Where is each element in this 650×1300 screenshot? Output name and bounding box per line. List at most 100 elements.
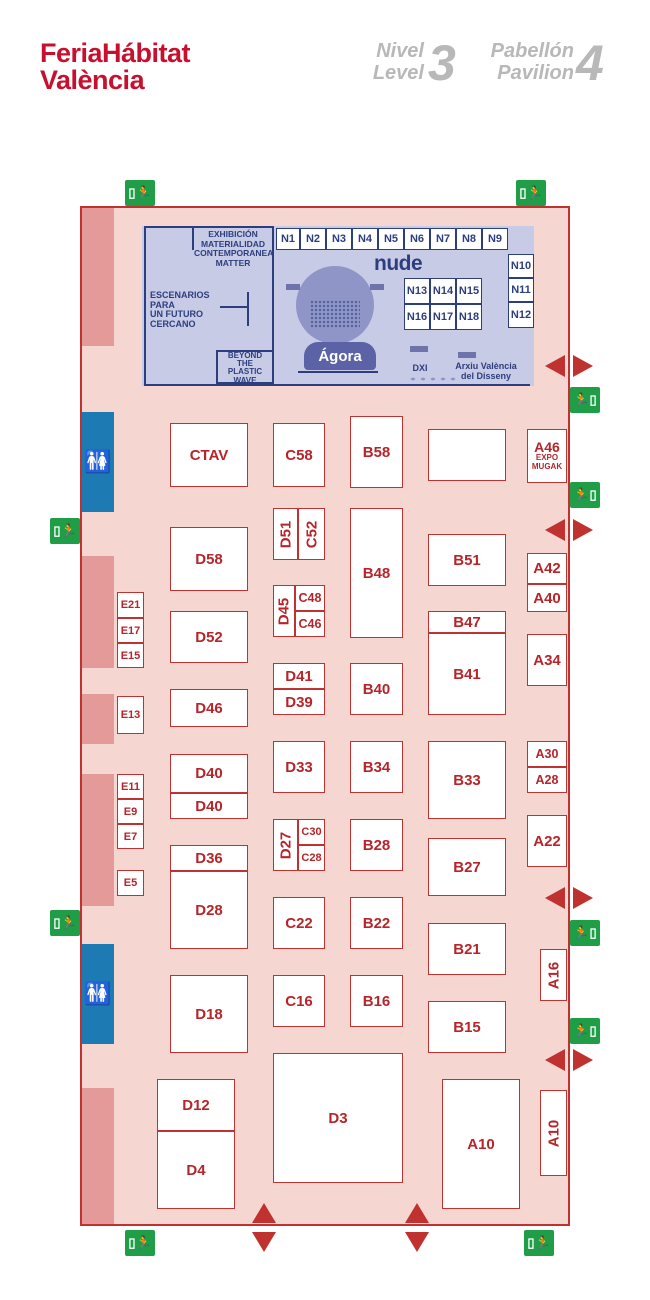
stand-e15[interactable]: E15 xyxy=(117,643,144,668)
stand-e7[interactable]: E7 xyxy=(117,824,144,849)
stand-a40[interactable]: A40 xyxy=(527,584,567,612)
stand-d33[interactable]: D33 xyxy=(273,741,325,793)
stand-e21[interactable]: E21 xyxy=(117,592,144,618)
stand-d4[interactable]: D4 xyxy=(157,1131,235,1209)
stand-c48[interactable]: C48 xyxy=(295,585,325,611)
access-arrow-icon xyxy=(545,355,565,377)
stand-a42[interactable]: A42 xyxy=(527,553,567,584)
stand-n5[interactable]: N5 xyxy=(378,228,404,250)
stand-a16-label: A16 xyxy=(545,961,562,989)
stand-a46[interactable]: A46 EXPO MUGAK xyxy=(527,429,567,483)
access-arrow-icon xyxy=(573,519,593,541)
stand-b34[interactable]: B34 xyxy=(350,741,403,793)
emergency-exit-icon: ▯🏃 xyxy=(50,518,80,544)
stand-a30[interactable]: A30 xyxy=(527,741,567,767)
stand-n3[interactable]: N3 xyxy=(326,228,352,250)
stand-b41[interactable]: B41 xyxy=(428,633,506,715)
stand-n8[interactable]: N8 xyxy=(456,228,482,250)
stand-n4[interactable]: N4 xyxy=(352,228,378,250)
left-strip-1 xyxy=(82,208,114,346)
access-arrow-icon xyxy=(252,1232,276,1252)
stand-d28[interactable]: D28 xyxy=(170,871,248,949)
stand-b48[interactable]: B48 xyxy=(350,508,403,638)
stand-n16[interactable]: N16 xyxy=(404,304,430,330)
stand-d36[interactable]: D36 xyxy=(170,845,248,871)
stand-b27[interactable]: B27 xyxy=(428,838,506,896)
stand-a10-main[interactable]: A10 xyxy=(442,1079,520,1209)
access-arrow-icon xyxy=(573,887,593,909)
stand-n12[interactable]: N12 xyxy=(508,302,534,328)
stand-b33[interactable]: B33 xyxy=(428,741,506,819)
stand-e11[interactable]: E11 xyxy=(117,774,144,799)
pavilion-label-es: Pabellón xyxy=(490,40,574,62)
stand-d3[interactable]: D3 xyxy=(273,1053,403,1183)
agora-label[interactable]: Ágora xyxy=(304,342,376,370)
stand-n18[interactable]: N18 xyxy=(456,304,482,330)
stand-d41[interactable]: D41 xyxy=(273,663,325,689)
stand-e13[interactable]: E13 xyxy=(117,696,144,734)
logo-line-1: FeriaHábitat xyxy=(40,38,191,68)
stand-n7[interactable]: N7 xyxy=(430,228,456,250)
stand-n6[interactable]: N6 xyxy=(404,228,430,250)
left-strip-3 xyxy=(82,694,114,744)
stand-n2[interactable]: N2 xyxy=(300,228,326,250)
emergency-exit-icon: ▯🏃 xyxy=(125,180,155,206)
stand-c58[interactable]: C58 xyxy=(273,423,325,487)
stand-b28[interactable]: B28 xyxy=(350,819,403,871)
stand-n9[interactable]: N9 xyxy=(482,228,508,250)
level-label: Nivel Level xyxy=(360,40,424,84)
emergency-exit-icon: 🏃▯ xyxy=(570,1018,600,1044)
stand-a16[interactable]: A16 xyxy=(540,949,567,1001)
stand-c46[interactable]: C46 xyxy=(295,611,325,637)
stand-a34[interactable]: A34 xyxy=(527,634,567,686)
stand-d45[interactable]: D45 xyxy=(273,585,295,637)
pavilion-number: 4 xyxy=(576,35,604,91)
stand-d39[interactable]: D39 xyxy=(273,689,325,715)
emergency-exit-icon: ▯🏃 xyxy=(125,1230,155,1256)
stand-n13[interactable]: N13 xyxy=(404,278,430,304)
stand-ctav[interactable]: CTAV xyxy=(170,423,248,487)
stand-n17[interactable]: N17 xyxy=(430,304,456,330)
stand-d58[interactable]: D58 xyxy=(170,527,248,591)
stand-d40-upper[interactable]: D40 xyxy=(170,754,248,793)
stand-e17[interactable]: E17 xyxy=(117,618,144,643)
stand-n10[interactable]: N10 xyxy=(508,254,534,278)
stand-b40[interactable]: B40 xyxy=(350,663,403,715)
stand-blank[interactable] xyxy=(428,429,506,481)
stand-d52[interactable]: D52 xyxy=(170,611,248,663)
stand-b22[interactable]: B22 xyxy=(350,897,403,949)
stand-d12[interactable]: D12 xyxy=(157,1079,235,1131)
stand-n15[interactable]: N15 xyxy=(456,278,482,304)
stand-b51[interactable]: B51 xyxy=(428,534,506,586)
stand-d18[interactable]: D18 xyxy=(170,975,248,1053)
stand-d46[interactable]: D46 xyxy=(170,689,248,727)
stand-c52[interactable]: C52 xyxy=(298,508,325,560)
dxi-mark xyxy=(410,346,428,352)
stand-b21[interactable]: B21 xyxy=(428,923,506,975)
stand-c30[interactable]: C30 xyxy=(298,819,325,845)
stand-b58[interactable]: B58 xyxy=(350,416,403,488)
stand-b16[interactable]: B16 xyxy=(350,975,403,1027)
stand-n14[interactable]: N14 xyxy=(430,278,456,304)
stand-a10-side-label: A10 xyxy=(545,1119,562,1147)
stand-a28[interactable]: A28 xyxy=(527,767,567,793)
stand-d51[interactable]: D51 xyxy=(273,508,298,560)
expo-mugak-label: EXPO MUGAK xyxy=(531,453,563,471)
emergency-exit-icon: 🏃▯ xyxy=(570,387,600,413)
stand-e5[interactable]: E5 xyxy=(117,870,144,896)
stand-n1[interactable]: N1 xyxy=(276,228,300,250)
stand-b47[interactable]: B47 xyxy=(428,611,506,633)
stand-d27[interactable]: D27 xyxy=(273,819,298,871)
stand-d40-lower[interactable]: D40 xyxy=(170,793,248,819)
stand-n11[interactable]: N11 xyxy=(508,278,534,302)
stand-c22[interactable]: C22 xyxy=(273,897,325,949)
stand-b15[interactable]: B15 xyxy=(428,1001,506,1053)
level-label-en: Level xyxy=(372,62,424,84)
access-arrow-icon xyxy=(405,1232,429,1252)
stand-c16[interactable]: C16 xyxy=(273,975,325,1027)
stand-c28[interactable]: C28 xyxy=(298,845,325,871)
stand-a22[interactable]: A22 xyxy=(527,815,567,867)
stand-e9[interactable]: E9 xyxy=(117,799,144,824)
stand-a10-side[interactable]: A10 xyxy=(540,1090,567,1176)
emergency-exit-icon: 🏃▯ xyxy=(570,482,600,508)
